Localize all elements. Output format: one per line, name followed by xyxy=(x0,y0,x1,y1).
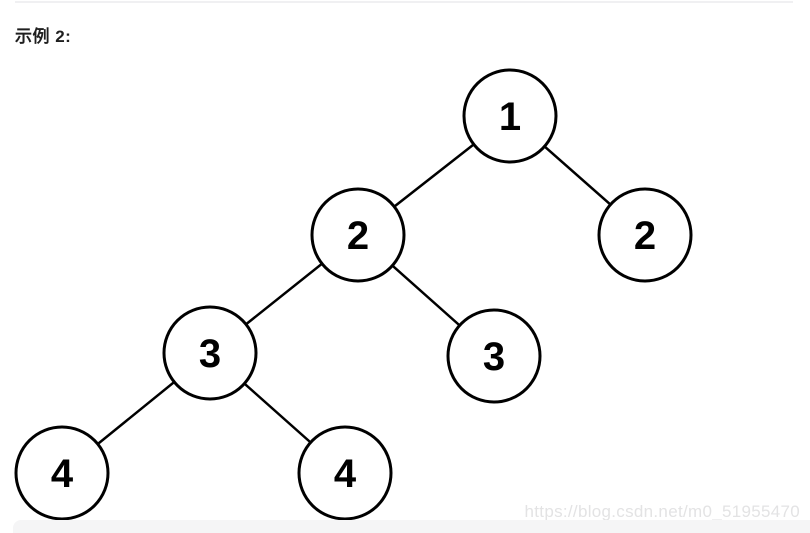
tree-node-label: 2 xyxy=(347,214,369,258)
tree-node-label: 2 xyxy=(634,214,656,258)
tree-node-circle xyxy=(14,425,110,521)
tree-node: 1 xyxy=(462,68,558,164)
tree-node-circle xyxy=(310,187,406,283)
tree-node-circle xyxy=(162,305,258,401)
tree-node-label: 4 xyxy=(51,452,74,496)
tree-node-label: 4 xyxy=(334,452,357,496)
tree-node-circle xyxy=(297,425,393,521)
watermark-url: https://blog.csdn.net/m0_51955470 xyxy=(524,502,800,521)
tree-node-circle xyxy=(446,308,542,404)
tree-node: 4 xyxy=(297,425,393,521)
example-heading: 示例 2: xyxy=(15,27,72,46)
tree-node-label: 3 xyxy=(483,335,505,379)
tree-node-label: 1 xyxy=(499,95,521,139)
tree-node: 3 xyxy=(446,308,542,404)
tree-node-label: 3 xyxy=(199,332,221,376)
top-divider xyxy=(15,1,793,3)
tree-node-circle xyxy=(462,68,558,164)
code-block-top-edge xyxy=(13,520,810,533)
tree-node: 2 xyxy=(310,187,406,283)
tree-node: 2 xyxy=(597,187,693,283)
tree-node-circle xyxy=(597,187,693,283)
tree-node: 4 xyxy=(14,425,110,521)
tree-node: 3 xyxy=(162,305,258,401)
